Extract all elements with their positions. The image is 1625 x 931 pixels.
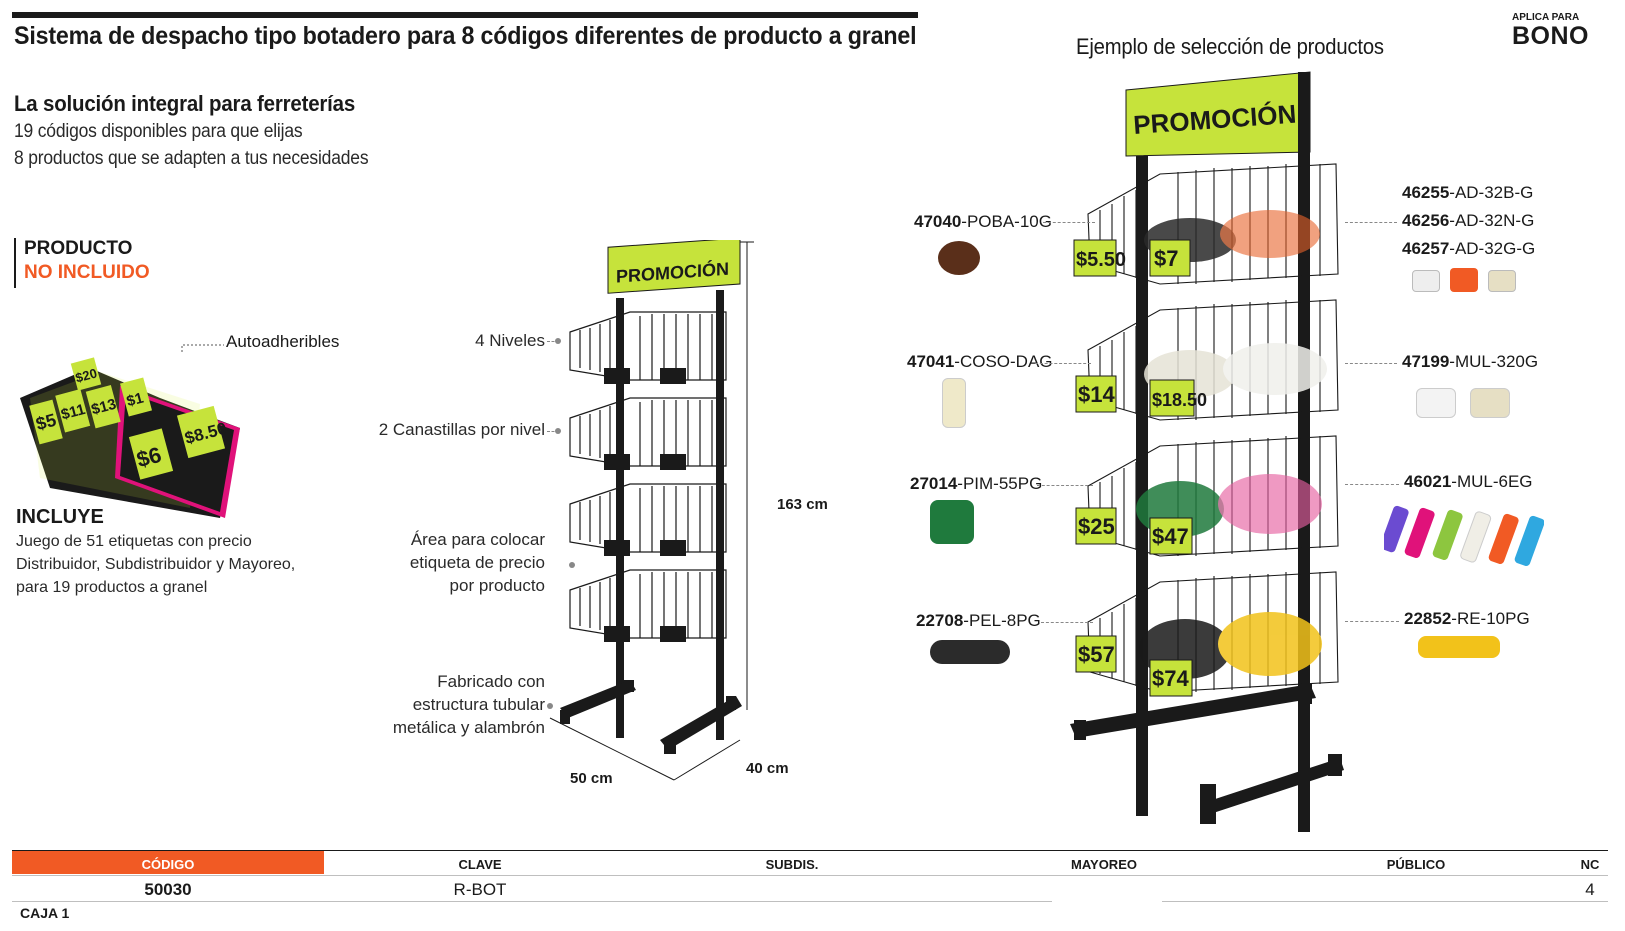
basket-level-1 xyxy=(569,311,727,381)
col-header-subdis: SUBDIS. xyxy=(765,857,819,872)
promo-sign xyxy=(607,240,741,294)
price-tag-shape xyxy=(85,384,121,429)
price-tag-shape xyxy=(120,377,152,417)
cell-nc: 4 xyxy=(1585,880,1595,899)
product-code-right-4: 47199-MUL-320G xyxy=(1402,352,1539,371)
price-tag: $25 xyxy=(1078,514,1115,539)
col-header-nc: NC xyxy=(1580,857,1600,872)
intro-line-1: 19 códigos disponibles para que elijas xyxy=(14,121,303,142)
page-title: Sistema de despacho tipo botadero para 8… xyxy=(14,22,917,50)
product-code-left-2: 47041-COSO-DAG xyxy=(907,352,1053,371)
price-tag-shape xyxy=(1075,635,1117,673)
basket-level-4 xyxy=(569,569,727,639)
price-tag-shape xyxy=(1073,239,1117,277)
product-code-left-3: 27014-PIM-55PG xyxy=(910,474,1043,493)
callout-fab-3: metálica y alambrón xyxy=(392,718,545,737)
price-tag-shape xyxy=(128,428,174,480)
autoadheribles-label: Autoadheribles xyxy=(226,332,340,351)
callout-fab-2: estructura tubular xyxy=(412,695,545,714)
intro-line-2: 8 productos que se adapten a tus necesid… xyxy=(14,148,369,169)
price-tag: $1 xyxy=(125,389,146,410)
callout-area-3: por producto xyxy=(449,576,545,595)
callout-area-1: Área para colocar xyxy=(410,530,545,549)
price-tag-shape xyxy=(176,405,226,459)
incluye-line-2: Distribuidor, Subdistribuidor y Mayoreo, xyxy=(16,556,296,573)
adapter-icon xyxy=(1488,270,1516,292)
col-header-publico: PÚBLICO xyxy=(1386,857,1446,872)
empty-rack-illustration: PROMOCIÓN xyxy=(547,240,754,781)
multi-outlet-icon xyxy=(1470,388,1510,418)
product-code-left-4: 22708-PEL-8PG xyxy=(916,611,1041,630)
product-code-right-2: 46256-AD-32N-G xyxy=(1402,211,1535,230)
price-tag: $14 xyxy=(1078,382,1115,407)
callout-niveles: 4 Niveles xyxy=(475,331,545,350)
product-code-right-1: 46255-AD-32B-G xyxy=(1402,183,1534,202)
dimension-depth: 40 cm xyxy=(746,760,789,777)
price-tag: $5.50 xyxy=(1076,249,1126,271)
spray-nozzle-icon xyxy=(930,500,974,544)
title-rule xyxy=(12,12,918,18)
dimension-height: 163 cm xyxy=(777,496,828,513)
codigo-header-bg xyxy=(12,850,324,874)
price-labels-illustration: $5 $11 $13 $20 $6 $8.50 $1 xyxy=(20,344,240,518)
not-included-rule xyxy=(14,238,16,288)
product-code-right-5: 46021-MUL-6EG xyxy=(1404,472,1533,491)
price-tag: $18.50 xyxy=(1152,390,1207,410)
callout-fab-1: Fabricado con xyxy=(437,672,545,691)
rivet-gun-icon xyxy=(1418,636,1500,658)
price-tag: $74 xyxy=(1152,666,1189,691)
incluye-line-1: Juego de 51 etiquetas con precio xyxy=(16,533,252,550)
price-tag-shape xyxy=(1149,239,1191,277)
outlet-icon xyxy=(942,378,966,428)
price-tag-shape xyxy=(29,399,63,445)
not-included-line-1: PRODUCTO xyxy=(24,238,133,259)
incluye-title: INCLUYE xyxy=(16,506,104,528)
basket-level-2 xyxy=(569,397,727,467)
adapter-icon xyxy=(1450,268,1478,292)
pliers-icon xyxy=(930,640,1010,664)
callout-canastillas: 2 Canastillas por nivel xyxy=(378,420,545,439)
not-included-line-2: NO INCLUIDO xyxy=(24,262,150,283)
price-tag: $57 xyxy=(1078,642,1115,667)
product-code-right-3: 46257-AD-32G-G xyxy=(1402,239,1536,258)
price-tag-shape xyxy=(70,357,102,391)
price-tag-shape xyxy=(1149,517,1193,555)
col-header-mayoreo: MAYOREO xyxy=(1071,857,1137,872)
product-code-left-1: 47040-POBA-10G xyxy=(914,212,1052,231)
price-tag: $7 xyxy=(1154,246,1178,271)
dimension-width: 50 cm xyxy=(570,770,613,787)
caja-label: CAJA 1 xyxy=(20,905,70,921)
col-header-codigo: CÓDIGO xyxy=(141,857,195,872)
example-rack-illustration: PROMOCIÓN $5.50 xyxy=(1070,71,1344,832)
price-tag: $11 xyxy=(59,401,87,424)
multi-outlet-icon xyxy=(1416,388,1456,418)
price-tag: $13 xyxy=(90,396,119,419)
price-tag-shape xyxy=(1075,507,1117,545)
col-header-clave: CLAVE xyxy=(458,857,502,872)
intro-heading: La solución integral para ferreterías xyxy=(14,91,356,116)
basket-level-3 xyxy=(569,483,727,553)
bono-badge: BONO xyxy=(1512,22,1589,50)
price-tag: $47 xyxy=(1152,524,1189,549)
adapter-icon xyxy=(1412,270,1440,292)
price-tag-shape xyxy=(1149,379,1195,417)
cell-codigo: 50030 xyxy=(144,880,192,899)
price-tag-shape xyxy=(1149,659,1193,697)
price-tag-shape xyxy=(1075,375,1117,413)
price-tag: $20 xyxy=(74,365,99,385)
bono-badge-top: APLICA PARA xyxy=(1512,12,1580,23)
callout-area-2: etiqueta de precio xyxy=(409,553,545,572)
socket-icon xyxy=(938,241,980,275)
example-title: Ejemplo de selección de productos xyxy=(1076,34,1384,59)
incluye-line-3: para 19 productos a granel xyxy=(16,579,208,596)
product-code-right-6: 22852-RE-10PG xyxy=(1404,609,1530,628)
cell-clave: R-BOT xyxy=(453,880,507,899)
price-tag-shape xyxy=(55,389,91,433)
power-strip-icons xyxy=(1384,505,1544,567)
